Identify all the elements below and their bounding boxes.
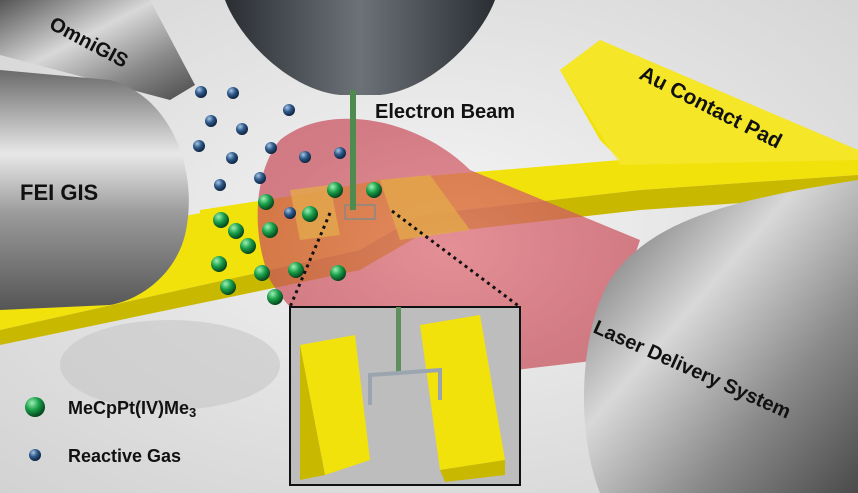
precursor-molecule bbox=[267, 289, 283, 305]
precursor-molecule bbox=[327, 182, 343, 198]
precursor-molecule bbox=[211, 256, 227, 272]
gas-molecule bbox=[205, 115, 217, 127]
gas-molecule bbox=[236, 123, 248, 135]
electron-beam-label: Electron Beam bbox=[375, 101, 515, 123]
gas-molecule bbox=[226, 152, 238, 164]
precursor-molecule bbox=[220, 279, 236, 295]
precursor-molecule bbox=[228, 223, 244, 239]
gas-molecule bbox=[227, 87, 239, 99]
gas-molecule bbox=[254, 172, 266, 184]
fei-gis-label: FEI GIS bbox=[20, 180, 98, 205]
precursor-molecule bbox=[288, 262, 304, 278]
gas-molecule bbox=[284, 207, 296, 219]
legend-gas-marker bbox=[29, 449, 41, 461]
precursor-molecule bbox=[240, 238, 256, 254]
nanowire-bridge bbox=[368, 367, 442, 405]
omnigis-nozzle bbox=[0, 0, 195, 100]
gas-molecule bbox=[195, 86, 207, 98]
laser-delivery-nozzle bbox=[583, 180, 858, 493]
precursor-molecule bbox=[366, 182, 382, 198]
precursor-molecules bbox=[211, 182, 382, 305]
precursor-molecule bbox=[302, 206, 318, 222]
legend-precursor-label: MeCpPt(IV)Me3 bbox=[68, 398, 196, 420]
gas-molecule bbox=[193, 140, 205, 152]
gas-molecule bbox=[334, 147, 346, 159]
shadow bbox=[60, 320, 280, 410]
legend: MeCpPt(IV)Me3 Reactive Gas bbox=[25, 397, 196, 466]
callout-line-left bbox=[288, 212, 332, 308]
callout-line-right bbox=[391, 209, 521, 309]
legend-precursor-marker bbox=[25, 397, 45, 417]
precursor-molecule bbox=[258, 194, 274, 210]
gas-molecule bbox=[283, 104, 295, 116]
gas-molecule bbox=[299, 151, 311, 163]
precursor-molecule bbox=[254, 265, 270, 281]
precursor-molecule bbox=[213, 212, 229, 228]
electron-beam bbox=[350, 90, 356, 210]
precursor-molecule bbox=[330, 265, 346, 281]
gas-molecule bbox=[214, 179, 226, 191]
precursor-molecule bbox=[262, 222, 278, 238]
legend-gas-label: Reactive Gas bbox=[68, 446, 181, 466]
fei-gis-nozzle bbox=[0, 70, 189, 310]
gas-molecule bbox=[265, 142, 277, 154]
reactive-gas-molecules bbox=[193, 86, 346, 219]
inset-beam bbox=[396, 307, 401, 373]
electron-column bbox=[225, 0, 495, 210]
inset-zoom bbox=[289, 306, 521, 486]
